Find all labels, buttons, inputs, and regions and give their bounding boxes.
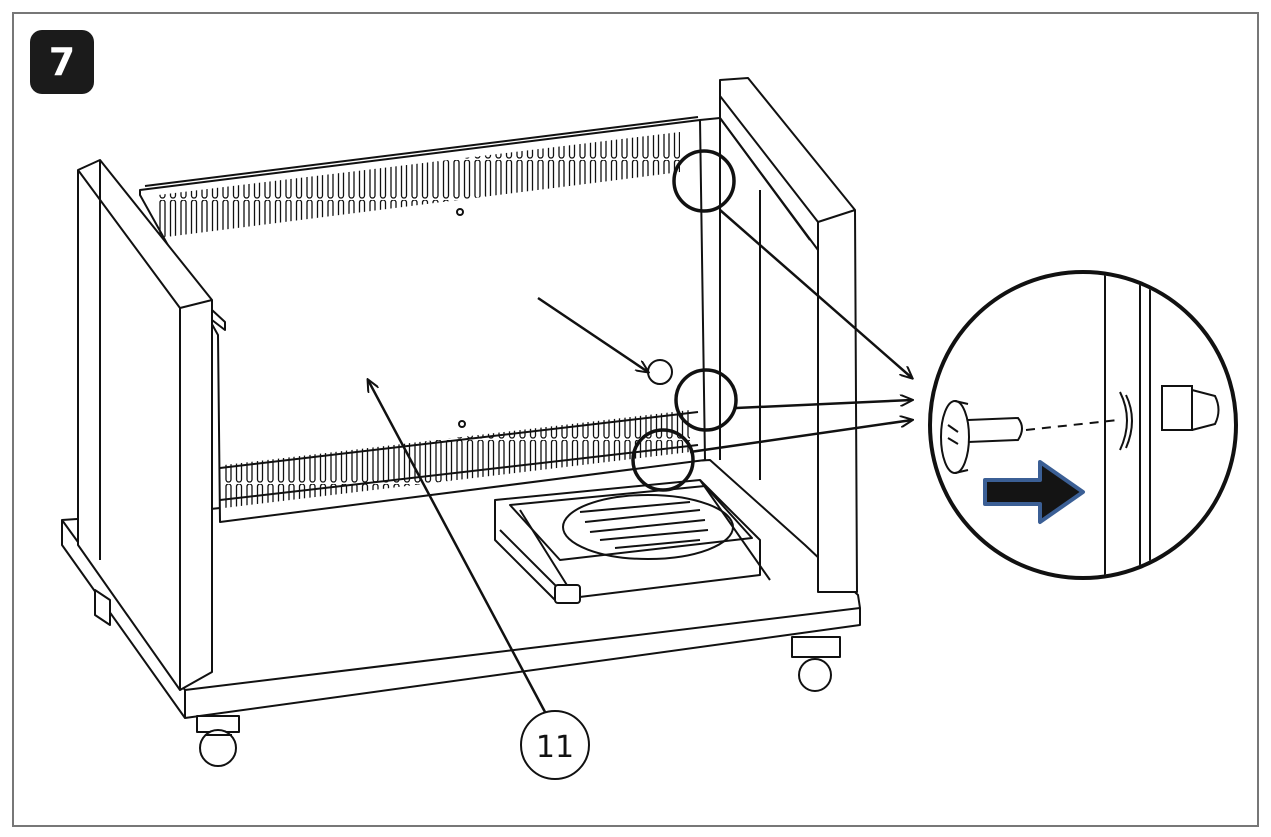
nut-icon xyxy=(1161,385,1220,431)
upper-bolt-marker xyxy=(672,149,736,213)
part-callout: 11 xyxy=(520,710,590,780)
middle-bolt-marker xyxy=(674,368,738,432)
lower-vent-slots xyxy=(224,410,690,508)
lower-bolt-marker xyxy=(631,428,695,492)
step-number-badge: 7 xyxy=(30,30,94,94)
right-side-panel xyxy=(719,77,858,593)
direction-arrow-icon xyxy=(983,460,1085,524)
arrow-from-lower xyxy=(689,420,912,454)
detail-markers xyxy=(631,149,738,492)
arrow-to-hole xyxy=(537,296,648,372)
step-number: 7 xyxy=(48,40,76,84)
leader-arrows xyxy=(368,209,912,713)
front-right-caster xyxy=(791,636,841,692)
bolt-icon xyxy=(940,400,1023,474)
front-left-caster xyxy=(196,715,240,767)
part-number: 11 xyxy=(536,730,574,765)
back-left-caster xyxy=(94,589,111,626)
magnified-detail xyxy=(928,270,1238,580)
arrow-to-panel xyxy=(368,380,547,713)
arrow-from-upper xyxy=(719,209,912,378)
arrow-from-middle xyxy=(735,400,912,410)
upper-vent-slots xyxy=(158,132,680,238)
cart-frame xyxy=(61,77,861,767)
